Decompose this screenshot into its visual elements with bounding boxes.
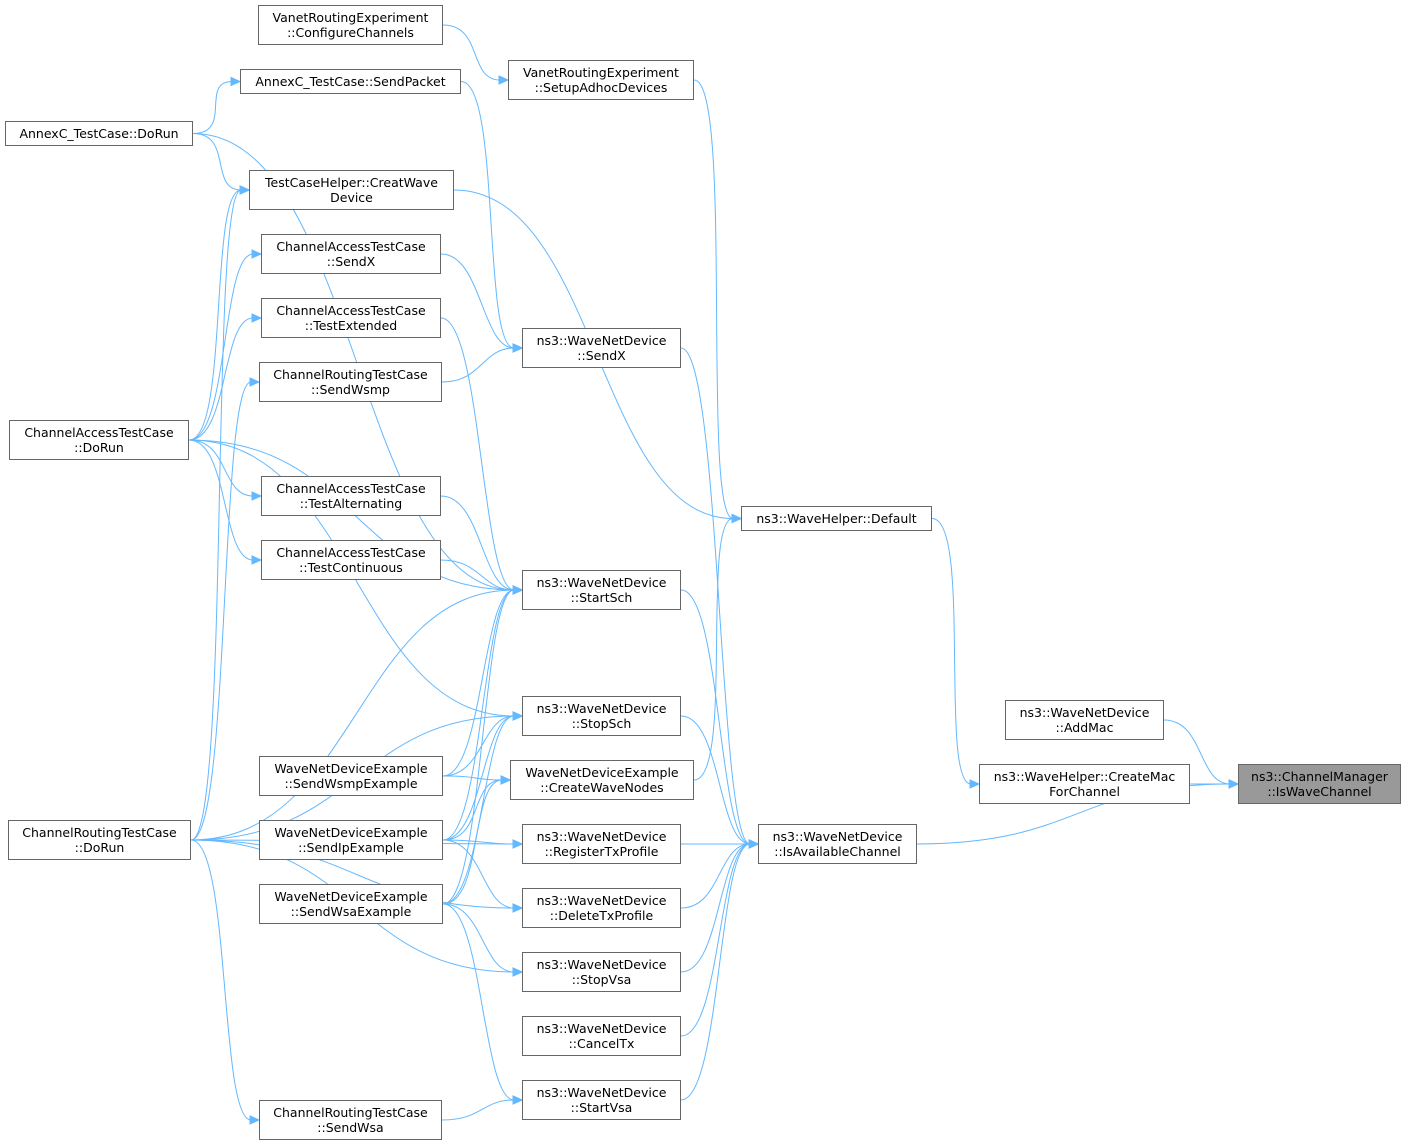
edge-crt_swsa-to-wnd_stvsa <box>441 1099 515 1121</box>
edge-wnd_svsa-to-wnd_iac <box>680 843 751 973</box>
edge-crt_dr-to-wnd_dtp <box>190 839 515 909</box>
edge-wnd_ctx-to-wnd_iac <box>680 843 751 1037</box>
node-channelaccesstestcase-dorun[interactable]: ChannelAccessTestCase::DoRun <box>9 420 189 460</box>
node-wavenetdevice-startsch[interactable]: ns3::WaveNetDevice::StartSch <box>522 570 681 610</box>
edge-annexc_sp-to-wnd_sx <box>460 81 515 349</box>
node-channelroutingtestcase-sendwsmp[interactable]: ChannelRoutingTestCase::SendWsmp <box>259 362 442 402</box>
node-annexc-testcase-sendpacket[interactable]: AnnexC_TestCase::SendPacket <box>240 69 461 94</box>
edge-arrowhead <box>512 1095 524 1105</box>
edge-annexc_dr-to-tch_cwd <box>192 133 242 191</box>
node-channelaccesstestcase-testalternating[interactable]: ChannelAccessTestCase::TestAlternating <box>261 476 441 516</box>
edge-cat_dr-to-tch_cwd <box>188 189 242 441</box>
edge-arrowhead <box>498 75 510 85</box>
edge-wh_def-to-wh_cmfc <box>931 518 972 785</box>
edge-cat_dr-to-cat_te <box>188 317 254 441</box>
edge-wnde_swsa-to-wnd_svsa <box>442 903 515 973</box>
edge-wnde_sie-to-wnd_rtp <box>442 839 515 845</box>
edge-wnde_swe-to-wnd_ssch <box>442 589 515 777</box>
node-wavenetdevice-canceltx[interactable]: ns3::WaveNetDevice::CancelTx <box>522 1016 681 1056</box>
node-wavenetdevice-sendx[interactable]: ns3::WaveNetDevice::SendX <box>522 328 681 368</box>
node-channelaccesstestcase-testextended[interactable]: ChannelAccessTestCase::TestExtended <box>261 298 441 338</box>
edge-arrowhead <box>512 839 524 849</box>
edge-cat_dr-to-cat_tc <box>188 439 254 561</box>
edge-wnd_am-to-cm_iwc <box>1163 719 1231 785</box>
edge-arrowhead <box>239 185 251 195</box>
node-channelmanager-iswavechannel: ns3::ChannelManager::IsWaveChannel <box>1238 764 1401 804</box>
edge-crt_dr-to-crt_sw <box>190 381 252 841</box>
edge-arrowhead <box>249 377 261 387</box>
edge-arrowhead <box>748 839 760 849</box>
edge-wnde_sie-to-wnde_cwn <box>442 779 503 841</box>
edge-wnde_cwn-to-wh_def <box>693 518 734 781</box>
edge-cat_ta-to-wnd_ssch <box>440 495 515 591</box>
edge-crt_dr-to-wnd_ssch <box>190 589 515 841</box>
edge-wnde_sie-to-wnd_dtp <box>442 839 515 909</box>
edge-arrowhead <box>512 711 524 721</box>
node-wavenetdevice-registertxprofile[interactable]: ns3::WaveNetDevice::RegisterTxProfile <box>522 824 681 864</box>
node-vanetroutingexperiment-setupadhocdevices[interactable]: VanetRoutingExperiment::SetupAdhocDevice… <box>508 60 694 100</box>
edge-arrowhead <box>251 313 263 323</box>
edge-wnde_swsa-to-wnd_ssch <box>442 589 515 905</box>
node-wavenetdevice-isavailablechannel[interactable]: ns3::WaveNetDevice::IsAvailableChannel <box>758 824 917 864</box>
edge-wnde_swsa-to-wnd_stvsa <box>442 903 515 1101</box>
edge-arrowhead <box>512 967 524 977</box>
edge-arrowhead <box>1228 779 1240 789</box>
edge-arrowhead <box>251 249 263 259</box>
edge-arrowhead <box>512 585 524 595</box>
edge-wnd_sx-to-wnd_iac <box>680 347 751 845</box>
edge-wnde_swsa-to-wnde_cwn <box>442 779 503 905</box>
edge-vre_sad-to-wh_def <box>693 79 734 519</box>
edge-annexc_dr-to-wnd_ssch <box>192 133 515 591</box>
node-wavehelper-default[interactable]: ns3::WaveHelper::Default <box>741 506 932 531</box>
node-wavenetdevice-deletetxprofile[interactable]: ns3::WaveNetDevice::DeleteTxProfile <box>522 888 681 928</box>
edge-arrowhead <box>500 775 512 785</box>
node-annexc-testcase-dorun[interactable]: AnnexC_TestCase::DoRun <box>5 121 193 146</box>
node-channelroutingtestcase-sendwsa[interactable]: ChannelRoutingTestCase::SendWsa <box>259 1100 442 1140</box>
node-wavenetdeviceexample-createwavenodes[interactable]: WaveNetDeviceExample::CreateWaveNodes <box>510 760 694 800</box>
edge-arrowhead <box>512 903 524 913</box>
edge-arrowhead <box>731 513 743 524</box>
node-channelroutingtestcase-dorun[interactable]: ChannelRoutingTestCase::DoRun <box>8 820 191 860</box>
node-vanetroutingexperiment-configurechannels[interactable]: VanetRoutingExperiment::ConfigureChannel… <box>258 5 443 45</box>
edge-arrowhead <box>230 76 242 87</box>
edge-arrowhead <box>251 491 263 501</box>
edge-vre_cc-to-vre_sad <box>442 24 501 81</box>
edge-wnd_stsch-to-wnd_iac <box>680 715 751 845</box>
edge-cat_te-to-wnd_ssch <box>440 317 515 591</box>
edge-wnde_swsa-to-wnd_stsch <box>442 715 515 905</box>
edge-cat_tc-to-wnd_ssch <box>440 559 515 591</box>
edge-wnd_stvsa-to-wnd_iac <box>680 843 751 1101</box>
edge-arrowhead <box>512 343 524 353</box>
edge-crt_dr-to-tch_cwd <box>190 189 242 841</box>
edge-wnde_sie-to-wnd_stsch <box>442 715 515 841</box>
edge-arrowhead <box>969 779 981 789</box>
edge-cat_dr-to-cat_ta <box>188 439 254 497</box>
edge-cat_dr-to-cat_sx <box>188 253 254 441</box>
edge-annexc_dr-to-annexc_sp <box>192 81 233 134</box>
edge-wnd_dtp-to-wnd_iac <box>680 843 751 909</box>
edge-crt_sw-to-wnd_sx <box>441 347 515 383</box>
edge-wnd_ssch-to-wnd_iac <box>680 589 751 845</box>
node-wavenetdevice-stopsch[interactable]: ns3::WaveNetDevice::StopSch <box>522 696 681 736</box>
edge-cat_sx-to-wnd_sx <box>440 253 515 349</box>
node-wavenetdevice-startvsa[interactable]: ns3::WaveNetDevice::StartVsa <box>522 1080 681 1120</box>
edge-wnde_swe-to-wnde_cwn <box>442 775 503 781</box>
edge-arrowhead <box>249 1115 261 1125</box>
node-wavenetdeviceexample-sendipexample[interactable]: WaveNetDeviceExample::SendIpExample <box>259 820 443 860</box>
node-channelaccesstestcase-testcontinuous[interactable]: ChannelAccessTestCase::TestContinuous <box>261 540 441 580</box>
node-wavenetdeviceexample-sendwsaexample[interactable]: WaveNetDeviceExample::SendWsaExample <box>259 884 443 924</box>
node-wavenetdeviceexample-sendwsmpexample[interactable]: WaveNetDeviceExample::SendWsmpExample <box>259 756 443 796</box>
node-wavenetdevice-stopvsa[interactable]: ns3::WaveNetDevice::StopVsa <box>522 952 681 992</box>
edge-crt_dr-to-crt_swsa <box>190 839 252 1121</box>
edge-wnde_sie-to-wnd_ssch <box>442 589 515 841</box>
node-wavenetdevice-addmac[interactable]: ns3::WaveNetDevice::AddMac <box>1005 700 1164 740</box>
edge-arrowhead <box>251 555 263 565</box>
node-channelaccesstestcase-sendx[interactable]: ChannelAccessTestCase::SendX <box>261 234 441 274</box>
